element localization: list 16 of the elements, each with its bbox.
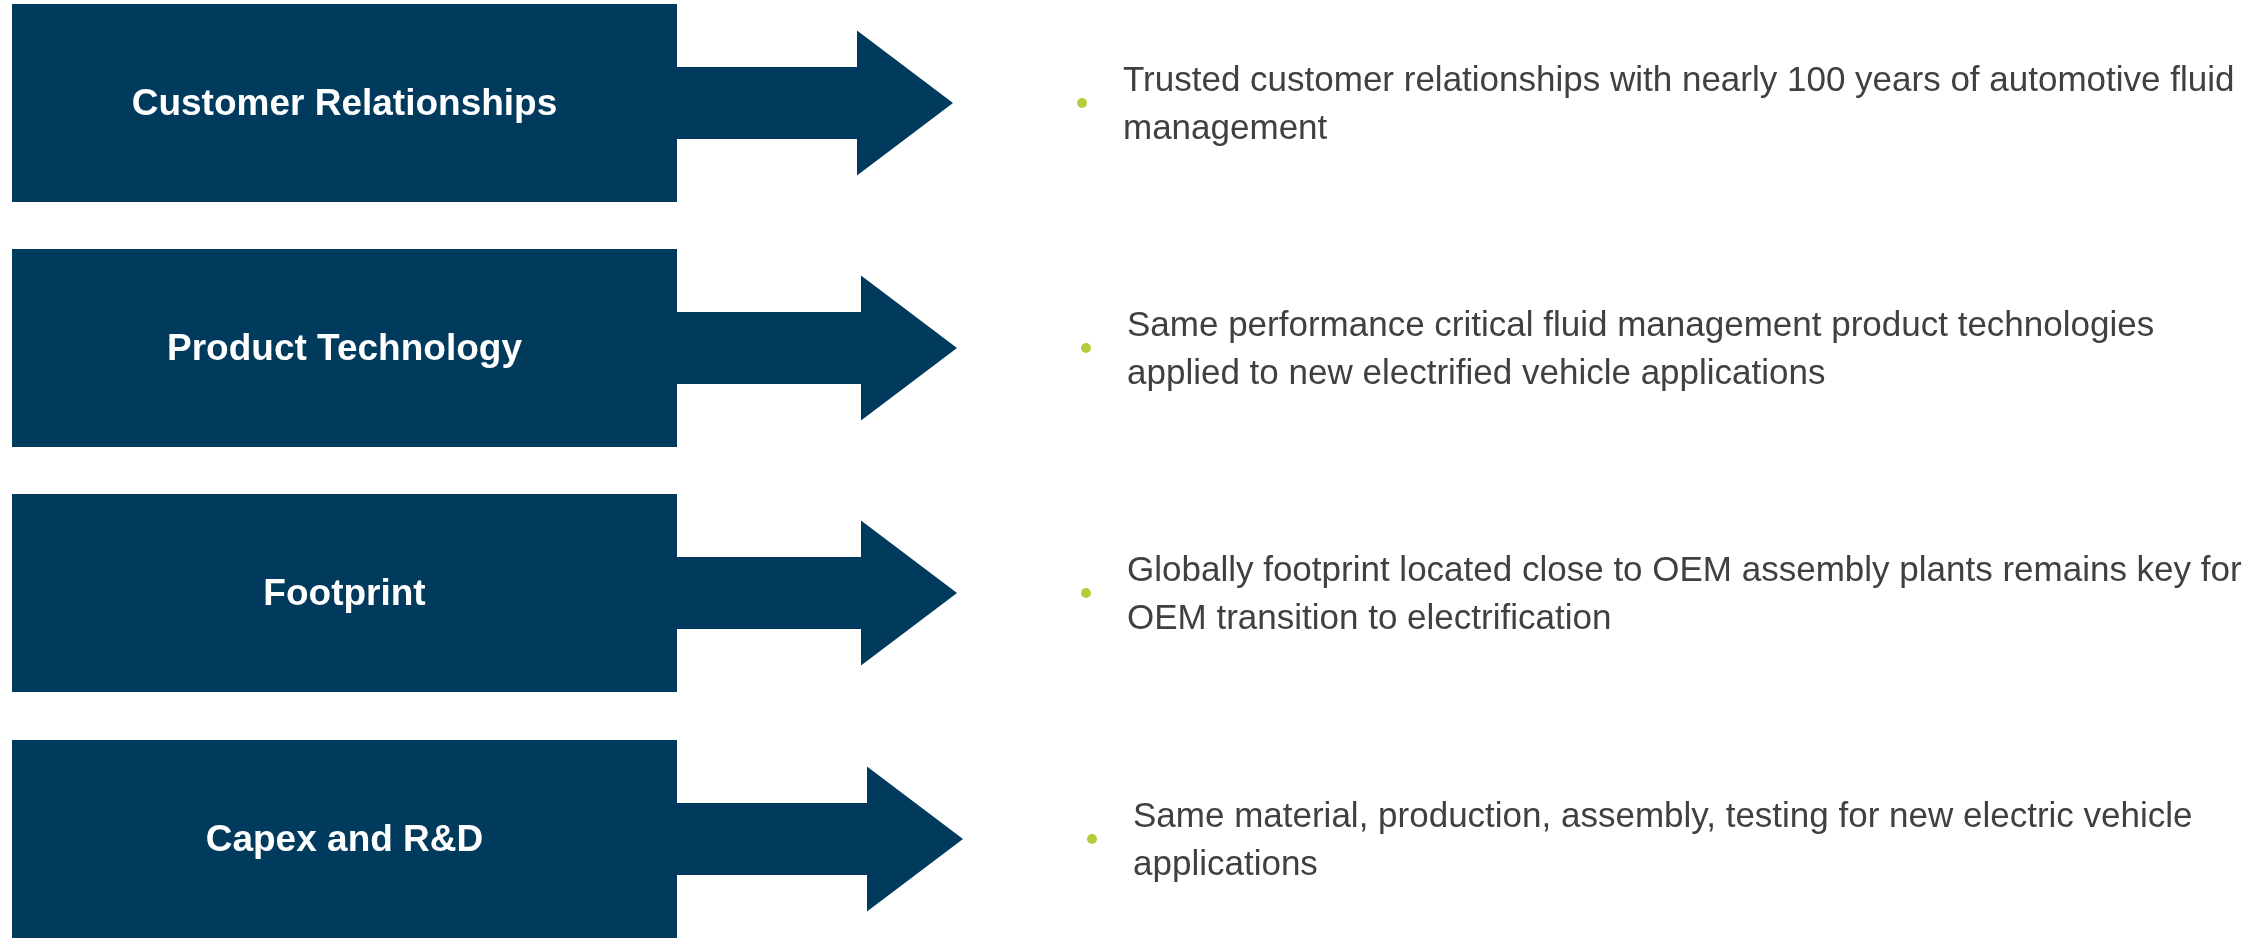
block-arrow — [677, 30, 953, 176]
category-box — [12, 740, 677, 938]
block-arrow — [677, 275, 957, 421]
block-arrow — [677, 520, 957, 666]
bullet-text: Same material, production, assembly, testing for new electric vehicle applications — [1133, 794, 2194, 884]
category-box — [12, 4, 677, 202]
bullet-text: Same performance critical fluid management product technologies applied to new electrified vehicle applications — [1127, 303, 2156, 393]
category-label: Footprint — [263, 572, 426, 614]
bullet-text: Globally footprint located close to OEM assembly plants remains key for OEM transition to electrification — [1127, 548, 2243, 638]
category-label: Capex and R&D — [205, 818, 484, 860]
block-arrow — [677, 766, 963, 912]
category-label: Customer Relationships — [131, 82, 558, 124]
bullet-text: Trusted customer relationships with nearly 100 years of automotive fluid management — [1123, 58, 2236, 148]
category-label: Product Technology — [167, 327, 522, 369]
category-box — [12, 249, 677, 447]
category-box — [12, 494, 677, 692]
